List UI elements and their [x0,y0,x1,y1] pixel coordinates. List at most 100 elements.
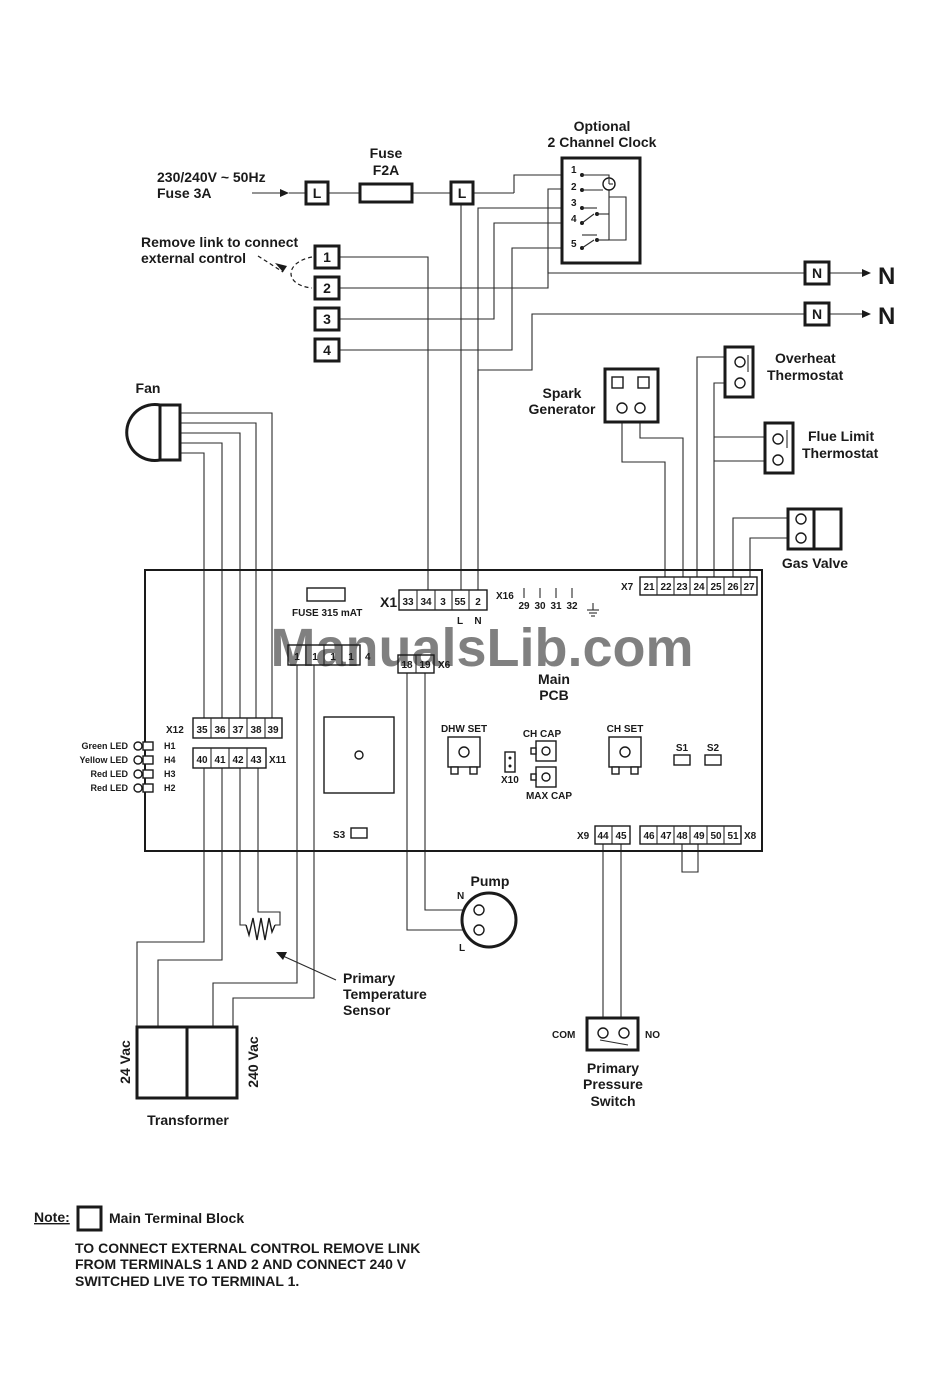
svg-text:N: N [812,265,822,281]
svg-text:1: 1 [330,652,336,663]
svg-text:L: L [458,185,467,201]
s2-label: S2 [707,743,720,754]
sensor-label-1: Primary [343,970,395,986]
svg-text:3: 3 [323,311,331,327]
svg-text:40: 40 [196,755,208,766]
svg-text:25: 25 [710,582,722,593]
svg-text:X1: X1 [380,594,397,610]
svg-text:1: 1 [348,652,354,663]
connector-x9: X9 44 45 [577,825,631,845]
watermark: ManualsLib.com [270,618,693,678]
fan-label: Fan [136,380,161,396]
svg-text:26: 26 [727,582,739,593]
svg-text:24: 24 [693,582,705,593]
svg-text:H3: H3 [164,769,176,779]
svg-text:5: 5 [571,239,577,250]
svg-text:39: 39 [267,725,279,736]
svg-text:18: 18 [401,660,413,671]
spark-generator [603,367,660,424]
svg-text:43: 43 [250,755,262,766]
com-label: COM [552,1030,575,1041]
svg-text:30: 30 [534,601,546,612]
max-cap-pot [530,766,557,788]
svg-text:Yellow LED: Yellow LED [79,755,128,765]
svg-text:Red LED: Red LED [90,783,128,793]
sensor-label-2: Temperature [343,986,427,1002]
svg-text:49: 49 [693,831,705,842]
jumper-x10: X10 [501,751,519,786]
connector-x7: X7 21 22 23 24 25 26 27 [621,576,758,596]
svg-text:1: 1 [294,652,300,663]
terminal-1 [313,244,341,270]
link-note-1: Remove link to connect [141,234,298,250]
transformer-240vac: 240 Vac [245,1036,261,1088]
pump-l: L [459,943,465,954]
svg-text:L: L [313,185,322,201]
supply-fuse: Fuse 3A [157,185,211,201]
fuse-f2a [358,182,414,204]
sensor-label-3: Sensor [343,1002,391,1018]
s2-switch [704,754,722,766]
svg-text:2: 2 [475,597,481,608]
overheat-thermostat [723,345,755,399]
earth-icon [587,603,599,617]
svg-text:51: 51 [727,831,739,842]
connector-x4: 1 1 1 1 4 [287,644,371,666]
note-legend: Main Terminal Block [109,1210,244,1226]
transformer-24vac: 24 Vac [117,1040,133,1084]
flue-limit-thermostat [763,421,795,475]
svg-text:46: 46 [643,831,655,842]
overheat-label-1: Overheat [775,350,836,366]
svg-text:23: 23 [676,582,688,593]
svg-text:X8: X8 [744,831,757,842]
pump [460,891,518,949]
note-line-2: FROM TERMINALS 1 AND 2 AND CONNECT 240 V [75,1256,407,1272]
s3-label: S3 [333,830,346,841]
clock-terminals: 1 2 3 4 5 [571,165,627,250]
neutral-terminal-2 [803,301,831,327]
max-cap-label: MAX CAP [526,791,572,802]
dhw-set-label: DHW SET [441,724,487,735]
note-line-1: TO CONNECT EXTERNAL CONTROL REMOVE LINK [75,1240,420,1256]
connector-x12: X12 35 36 37 38 39 [166,717,283,739]
pressure-label-2: Pressure [583,1076,643,1092]
pcb-fuse [306,587,346,602]
terminal-3 [313,306,341,332]
svg-text:2: 2 [571,182,577,193]
svg-text:33: 33 [402,597,414,608]
led-icon [133,741,143,751]
neutral-out-1: N [878,263,895,290]
svg-text:X7: X7 [621,582,634,593]
svg-text:Green LED: Green LED [81,741,128,751]
svg-text:Red LED: Red LED [90,769,128,779]
pcb-fuse-label: FUSE 315 mAT [292,608,362,619]
svg-text:21: 21 [643,582,655,593]
pressure-label-3: Switch [590,1093,635,1109]
svg-text:4: 4 [323,342,331,358]
svg-text:55: 55 [454,597,466,608]
transformer [135,1025,239,1100]
svg-text:27: 27 [743,582,755,593]
svg-text:H2: H2 [164,783,176,793]
fan [125,403,182,462]
spark-label-1: Spark [543,385,582,401]
gas-valve-label: Gas Valve [782,555,848,571]
main-terminal-block: 1 2 3 4 [313,244,341,363]
neutral-terminal-1 [803,260,831,286]
connector-x11: 40 41 42 43 X11 [192,747,287,769]
svg-text:47: 47 [660,831,672,842]
fuse-title: Fuse [370,145,403,161]
link-note-2: external control [141,250,246,266]
fuse-rating: F2A [373,162,399,178]
pump-label: Pump [471,873,510,889]
svg-text:31: 31 [550,601,562,612]
pcb-title-2: PCB [539,687,569,703]
svg-text:32: 32 [566,601,578,612]
svg-text:X11: X11 [269,755,287,766]
no-label: NO [645,1030,660,1041]
connector-x1: X1 33 34 3 55 2 L N [380,589,488,627]
flue-label-1: Flue Limit [808,428,874,444]
svg-text:22: 22 [660,582,672,593]
note-line-3: SWITCHED LIVE TO TERMINAL 1. [75,1273,299,1289]
